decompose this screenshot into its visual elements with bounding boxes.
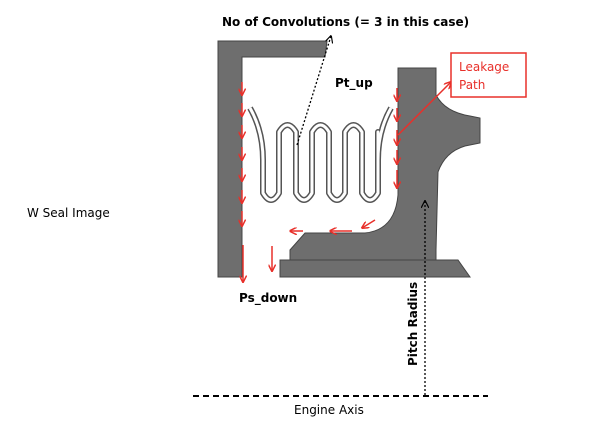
convolution-stroke: [248, 107, 393, 202]
engine-axis-label: Engine Axis: [294, 403, 364, 417]
pitch-radius-label: Pitch Radius: [406, 282, 420, 366]
w-seal-convolutions: [247, 106, 394, 203]
convolutions-title: No of Convolutions (= 3 in this case): [222, 15, 469, 29]
leakage-arrow: [397, 82, 451, 136]
convolution-pointer: [296, 36, 331, 146]
ps-down-label: Ps_down: [239, 291, 297, 306]
pt-up-label: Pt_up: [335, 76, 373, 91]
right-housing: [289, 67, 481, 261]
leakage-label-line1: Leakage: [459, 60, 509, 74]
flow-arrow: [362, 219, 376, 228]
base-plate: [279, 259, 471, 278]
convolution-stroke: [247, 106, 394, 203]
side-label: W Seal Image: [27, 206, 110, 220]
pressure-arrows: [242, 82, 397, 282]
leakage-label-line2: Path: [459, 78, 485, 92]
leakage-box: [450, 52, 527, 98]
